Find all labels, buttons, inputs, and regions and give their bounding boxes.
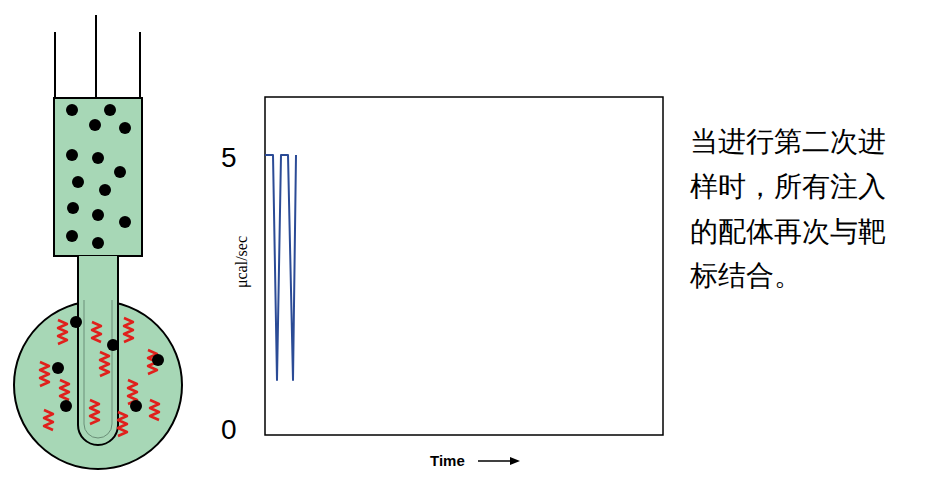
- ligand-dots: [52, 104, 164, 412]
- thermogram-trace: [265, 155, 296, 380]
- syringe-needle: [78, 256, 118, 445]
- syringe-barrel: [54, 98, 142, 256]
- axis-title: Time: [430, 452, 465, 469]
- needle-inner: [84, 300, 112, 438]
- axis-tick: 0: [221, 414, 237, 446]
- plot-frame: [265, 97, 663, 435]
- axis-title: μcal/sec: [233, 236, 251, 288]
- target-molecules: [40, 318, 159, 436]
- axis-tick: 5: [221, 142, 237, 174]
- syringe-plunger: [55, 15, 140, 98]
- time-arrow: [478, 457, 520, 465]
- caption-note: 当进行第二次进样时，所有注入的配体再次与靶标结合。: [690, 120, 894, 299]
